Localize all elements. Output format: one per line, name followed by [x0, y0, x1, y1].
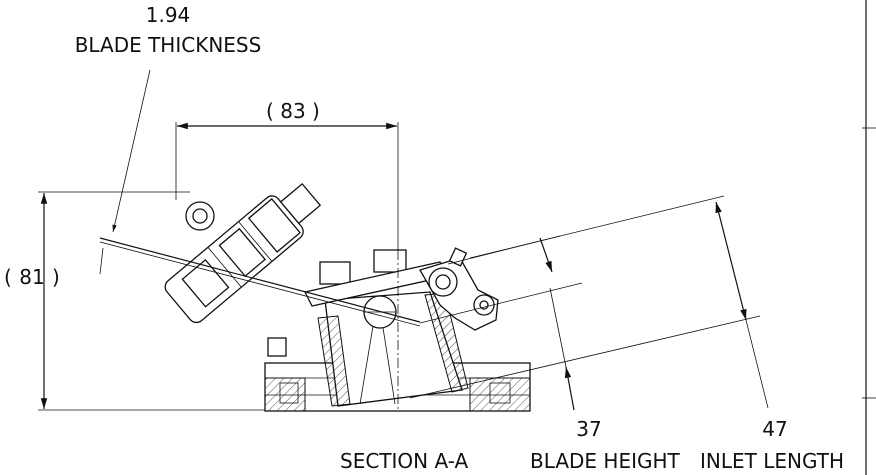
inlet-length-dimension: [409, 195, 769, 409]
height-value: 81: [19, 265, 44, 289]
blade-thickness-dimension: [99, 69, 151, 275]
top-block-right: [373, 249, 407, 273]
width-value: 83: [280, 99, 305, 123]
blade-height-label: BLADE HEIGHT: [530, 449, 681, 473]
part-geometry: [99, 182, 531, 412]
inlet-length-value: 47: [762, 417, 787, 441]
width-value-group: ( 83 ): [266, 99, 320, 123]
side-knob: [267, 337, 287, 357]
blade-thickness-label: BLADE THICKNESS: [75, 33, 262, 57]
drawing-frame: [862, 0, 876, 475]
left-arm: [164, 182, 322, 324]
svg-text:(: (: [266, 99, 274, 123]
svg-text:): ): [52, 265, 60, 289]
section-label: SECTION A-A: [340, 449, 468, 473]
height-dimension: [38, 191, 265, 411]
svg-text:(: (: [4, 265, 12, 289]
height-value-group: ( 81 ): [4, 265, 60, 289]
svg-text:): ): [312, 99, 320, 123]
top-block-left: [319, 261, 351, 285]
blade: [99, 237, 421, 323]
inlet-length-label: INLET LENGTH: [700, 449, 844, 473]
blade-thickness-value: 1.94: [146, 3, 191, 27]
blade-height-value: 37: [576, 417, 601, 441]
width-dimension: [175, 122, 399, 250]
